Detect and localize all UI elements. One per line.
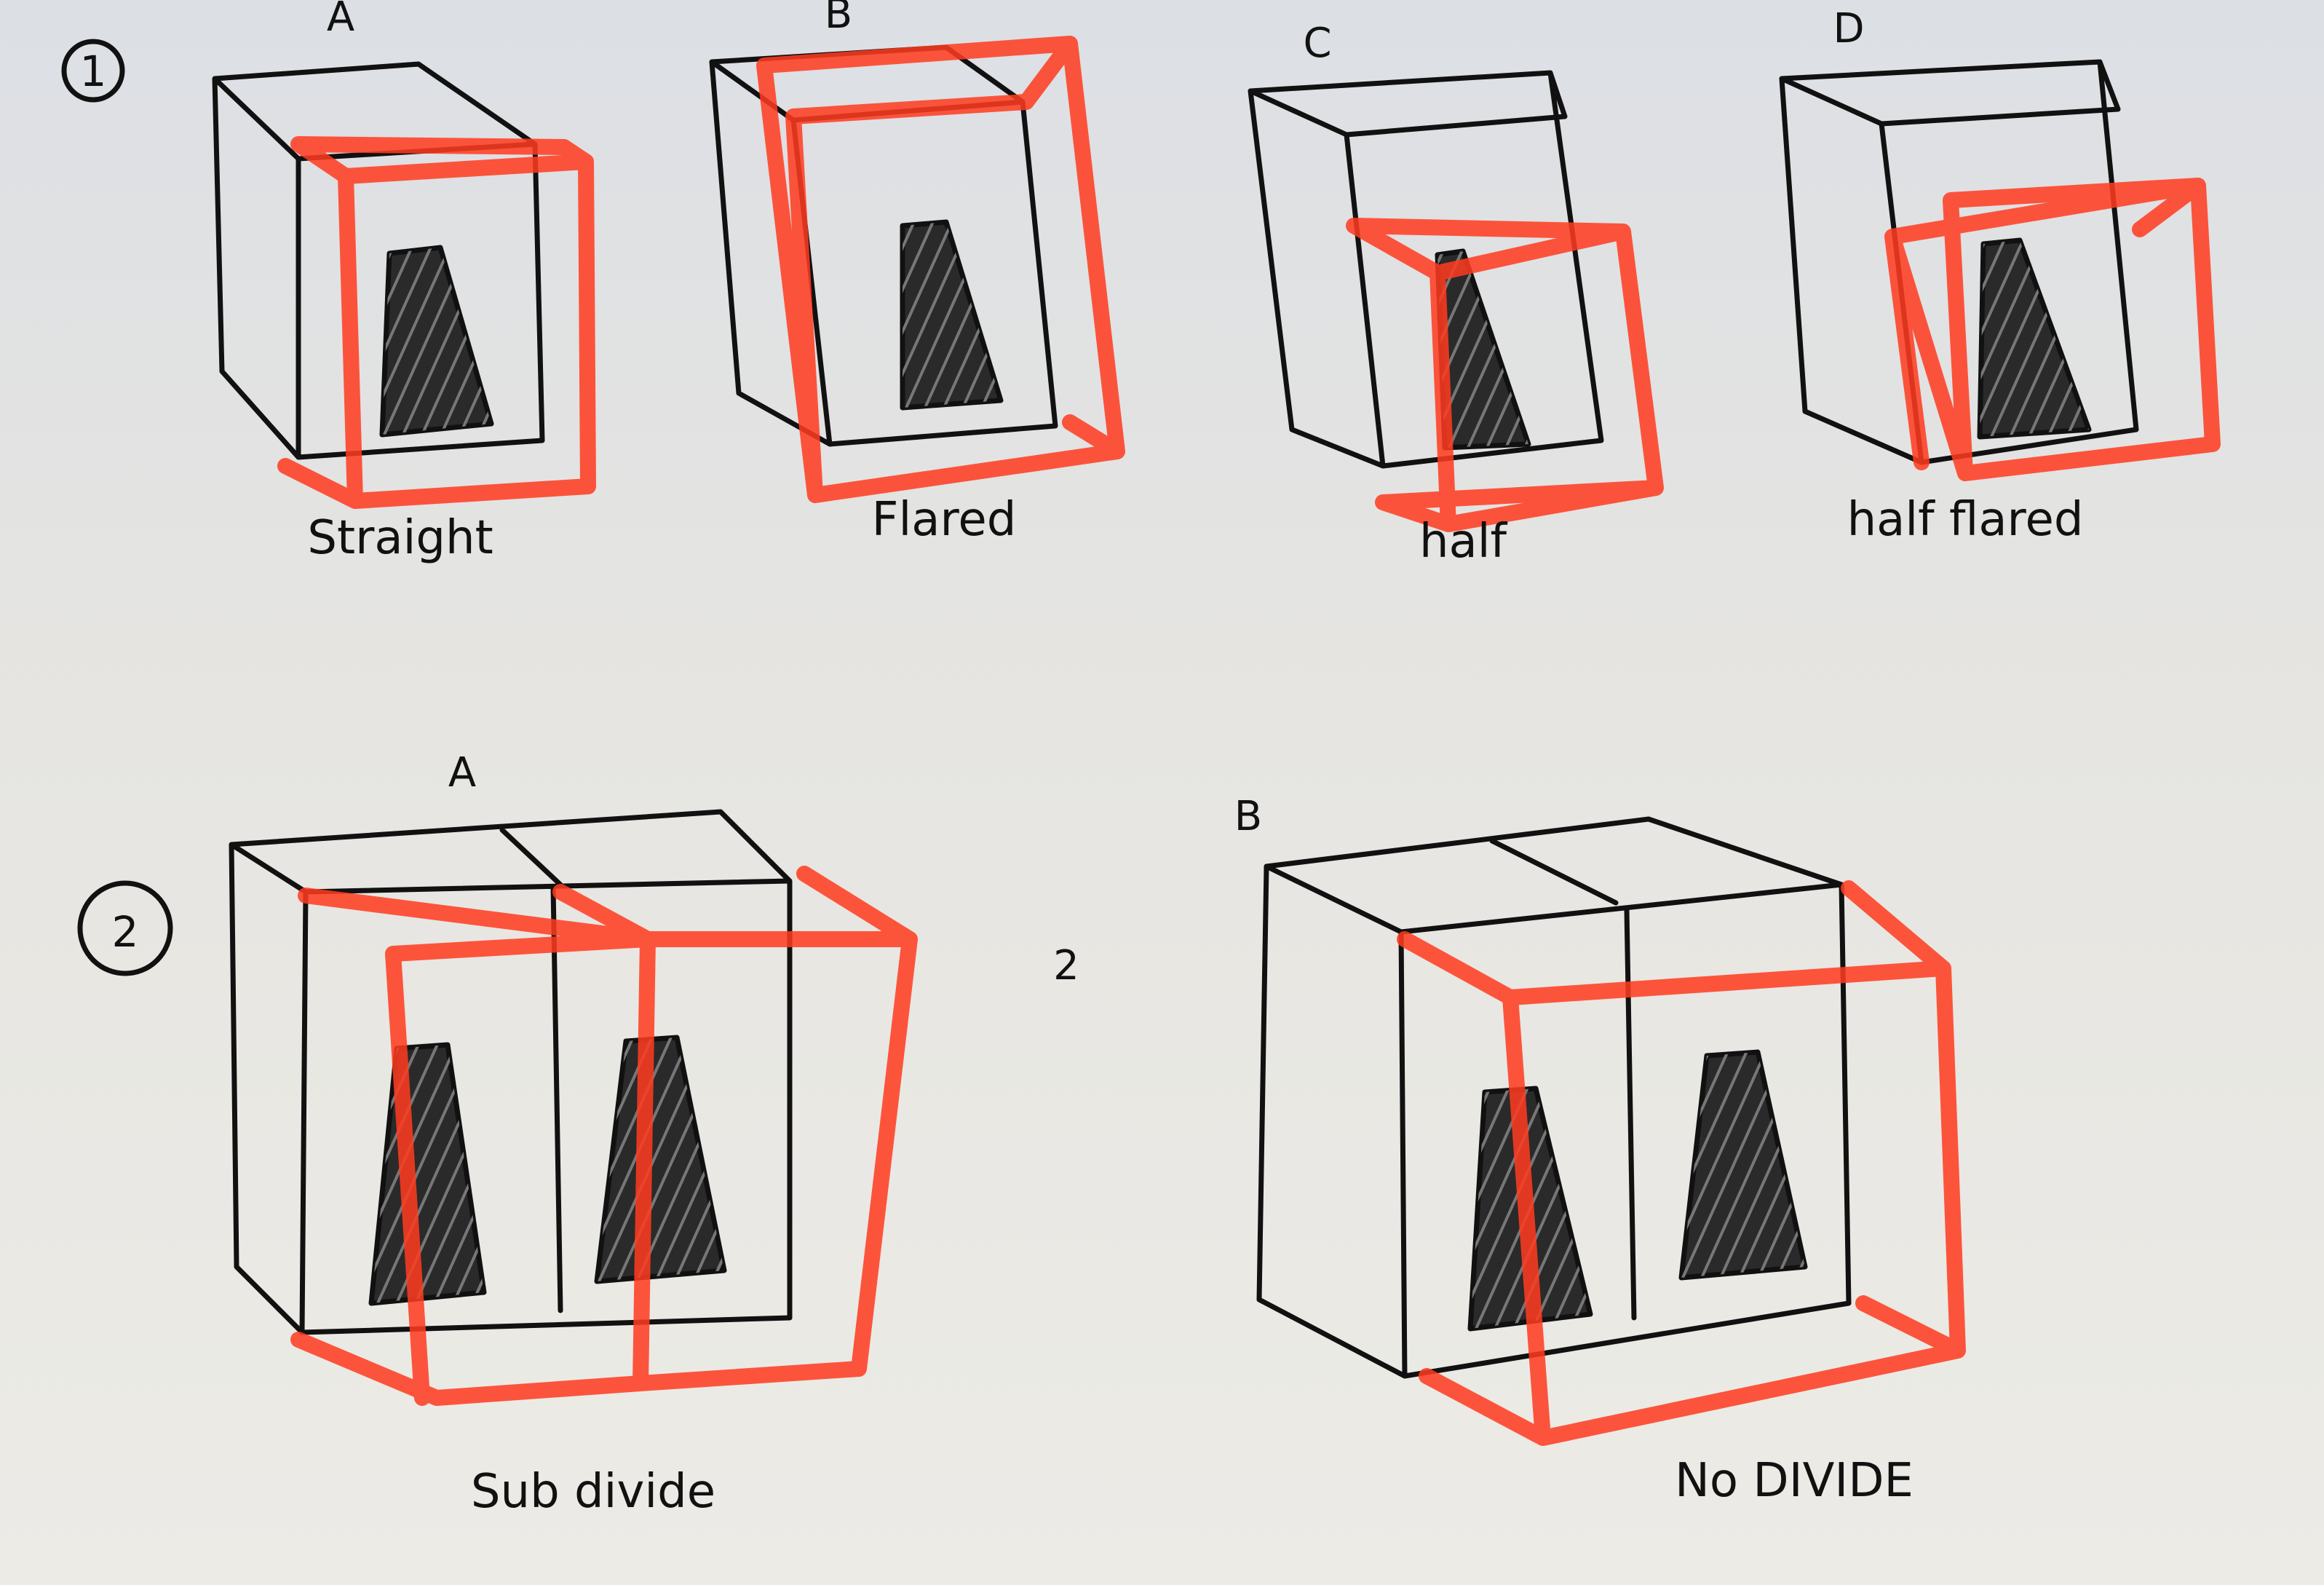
sketch-1d-scoop (1884, 178, 2221, 481)
sketch-1a-caption: Straight (307, 511, 493, 565)
sketch-1b-letter: B (825, 0, 852, 38)
sketch-2a-sub-divide: A Sub divide (229, 749, 918, 1519)
bucket-hatching (1470, 1088, 1590, 1329)
section-2-marker: 2 (77, 880, 173, 976)
bucket-hatching (1437, 251, 1528, 448)
sketch-2b-letter: B (1234, 793, 1262, 840)
sketch-1b-caption: Flared (872, 493, 1017, 547)
sketch-1c-half: C half (1248, 20, 1664, 569)
sketch-1a-back-box (212, 61, 545, 460)
section-1-number: 1 (80, 47, 107, 96)
section-2-number: 2 (112, 907, 139, 957)
sketch-1a-straight: A Straight (212, 0, 596, 565)
sketch-2a-bucket-right (594, 1035, 727, 1284)
sketch-2a-caption: Sub divide (471, 1465, 715, 1519)
sketch-1d-half-flared: D half flared (1779, 5, 2221, 547)
sketch-2b-back-box (1256, 816, 1852, 1379)
section-1-marker: 1 (61, 39, 125, 103)
sketch-1a-letter: A (327, 0, 354, 41)
sketch-2b-bucket-right (1678, 1049, 1808, 1281)
sketch-2b-caption: No DIVIDE (1675, 1454, 1913, 1508)
sketch-2a-letter: A (448, 749, 476, 797)
sketch-2a-bucket-left (368, 1042, 487, 1306)
sketch-1b-scoop (756, 36, 1125, 503)
sketch-1c-caption: half (1419, 515, 1508, 569)
sketch-1d-caption: half flared (1847, 493, 2084, 547)
sketch-1c-back-box (1248, 70, 1604, 469)
bucket-hatching (371, 1045, 484, 1303)
sketch-2a-back-box (229, 809, 793, 1335)
sketch-1b-flared: B Flared (709, 0, 1125, 547)
sketch-1c-scoop (1346, 218, 1664, 532)
sketch-1a-scoop (277, 136, 596, 509)
sketch-2b-no-divide: B No DIVIDE (1234, 793, 1966, 1508)
sketch-2b-scoop (1397, 880, 1966, 1446)
sketch-2a-scoop (290, 866, 918, 1406)
stray-pen-mark: 2 (1053, 942, 1079, 989)
bucket-hatching (903, 222, 1001, 408)
sketch-1c-letter: C (1303, 20, 1331, 67)
sketch-1d-letter: D (1833, 5, 1864, 52)
